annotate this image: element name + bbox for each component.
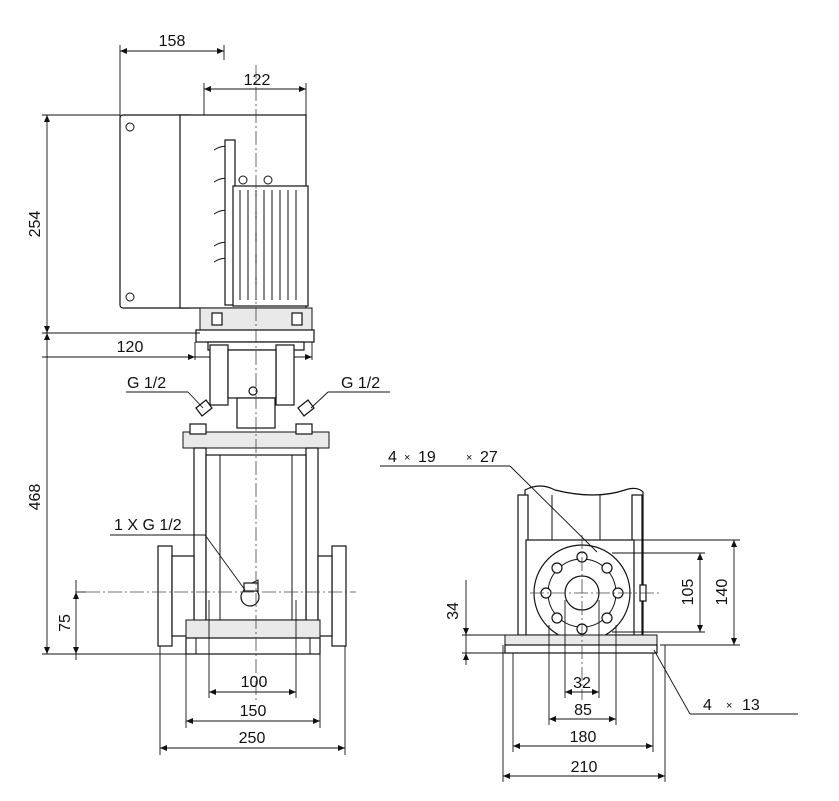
vent-right-label: G 1/2 [341, 375, 380, 392]
dim-label-250: 250 [239, 730, 266, 747]
dim-label-75: 75 [57, 614, 74, 632]
base-plate [185, 619, 321, 655]
drain-plug: 1 X G 1/2 [110, 517, 260, 607]
dim-250: 250 [159, 646, 346, 755]
dim-label-180: 180 [570, 729, 597, 746]
dim-468: 468 [27, 333, 186, 655]
terminal-box [119, 114, 309, 309]
dim-100: 100 [208, 600, 297, 698]
dim-32: 32 [564, 600, 600, 698]
foot-hole-callout: 4 × 13 [653, 649, 798, 715]
dim-label-150: 150 [240, 703, 267, 720]
dim-label-140: 140 [714, 579, 731, 606]
dim-75: 75 [57, 580, 86, 660]
motor-stool [195, 307, 315, 351]
front-view: 158 122 [27, 33, 390, 755]
dim-254: 254 [27, 114, 200, 334]
dim-140: 140 [634, 539, 740, 646]
dim-210: 210 [502, 645, 666, 782]
times-1: × [404, 452, 410, 464]
dim-label-158: 158 [159, 33, 186, 50]
dim-label-32: 32 [573, 675, 591, 692]
inlet-flange [157, 545, 195, 647]
dim-label-210: 210 [571, 759, 598, 776]
dim-150: 150 [185, 654, 321, 728]
dim-122: 122 [203, 72, 307, 115]
dim-180: 180 [512, 653, 654, 752]
vent-left-label: G 1/2 [127, 375, 166, 392]
holes-d1: 19 [418, 449, 436, 466]
dim-34: 34 [445, 580, 505, 665]
dim-label-100: 100 [241, 674, 268, 691]
side-view: 4 × 19 × 27 105 140 [380, 449, 798, 782]
holes-count: 4 [388, 449, 397, 466]
dim-label-120: 120 [117, 339, 144, 356]
dim-85: 85 [548, 625, 617, 725]
dim-105: 105 [612, 552, 705, 633]
dim-label-34: 34 [445, 602, 462, 620]
dim-label-105: 105 [680, 579, 697, 606]
foot-holes-count: 4 [703, 697, 712, 714]
dim-label-122: 122 [244, 72, 271, 89]
dim-158: 158 [119, 33, 225, 118]
times-3: × [726, 700, 732, 712]
foot-holes-d: 13 [742, 697, 760, 714]
times-2: × [466, 452, 472, 464]
vent-plug-left: G 1/2 [126, 375, 204, 409]
vent-plug-right: G 1/2 [310, 375, 390, 409]
dim-label-254: 254 [27, 211, 44, 238]
dim-label-85: 85 [574, 702, 592, 719]
dim-label-468: 468 [27, 484, 44, 511]
flange-hole-callout: 4 × 19 × 27 [380, 449, 598, 553]
holes-d2: 27 [480, 449, 498, 466]
outlet-flange [317, 545, 347, 647]
drain-label: 1 X G 1/2 [114, 517, 182, 534]
